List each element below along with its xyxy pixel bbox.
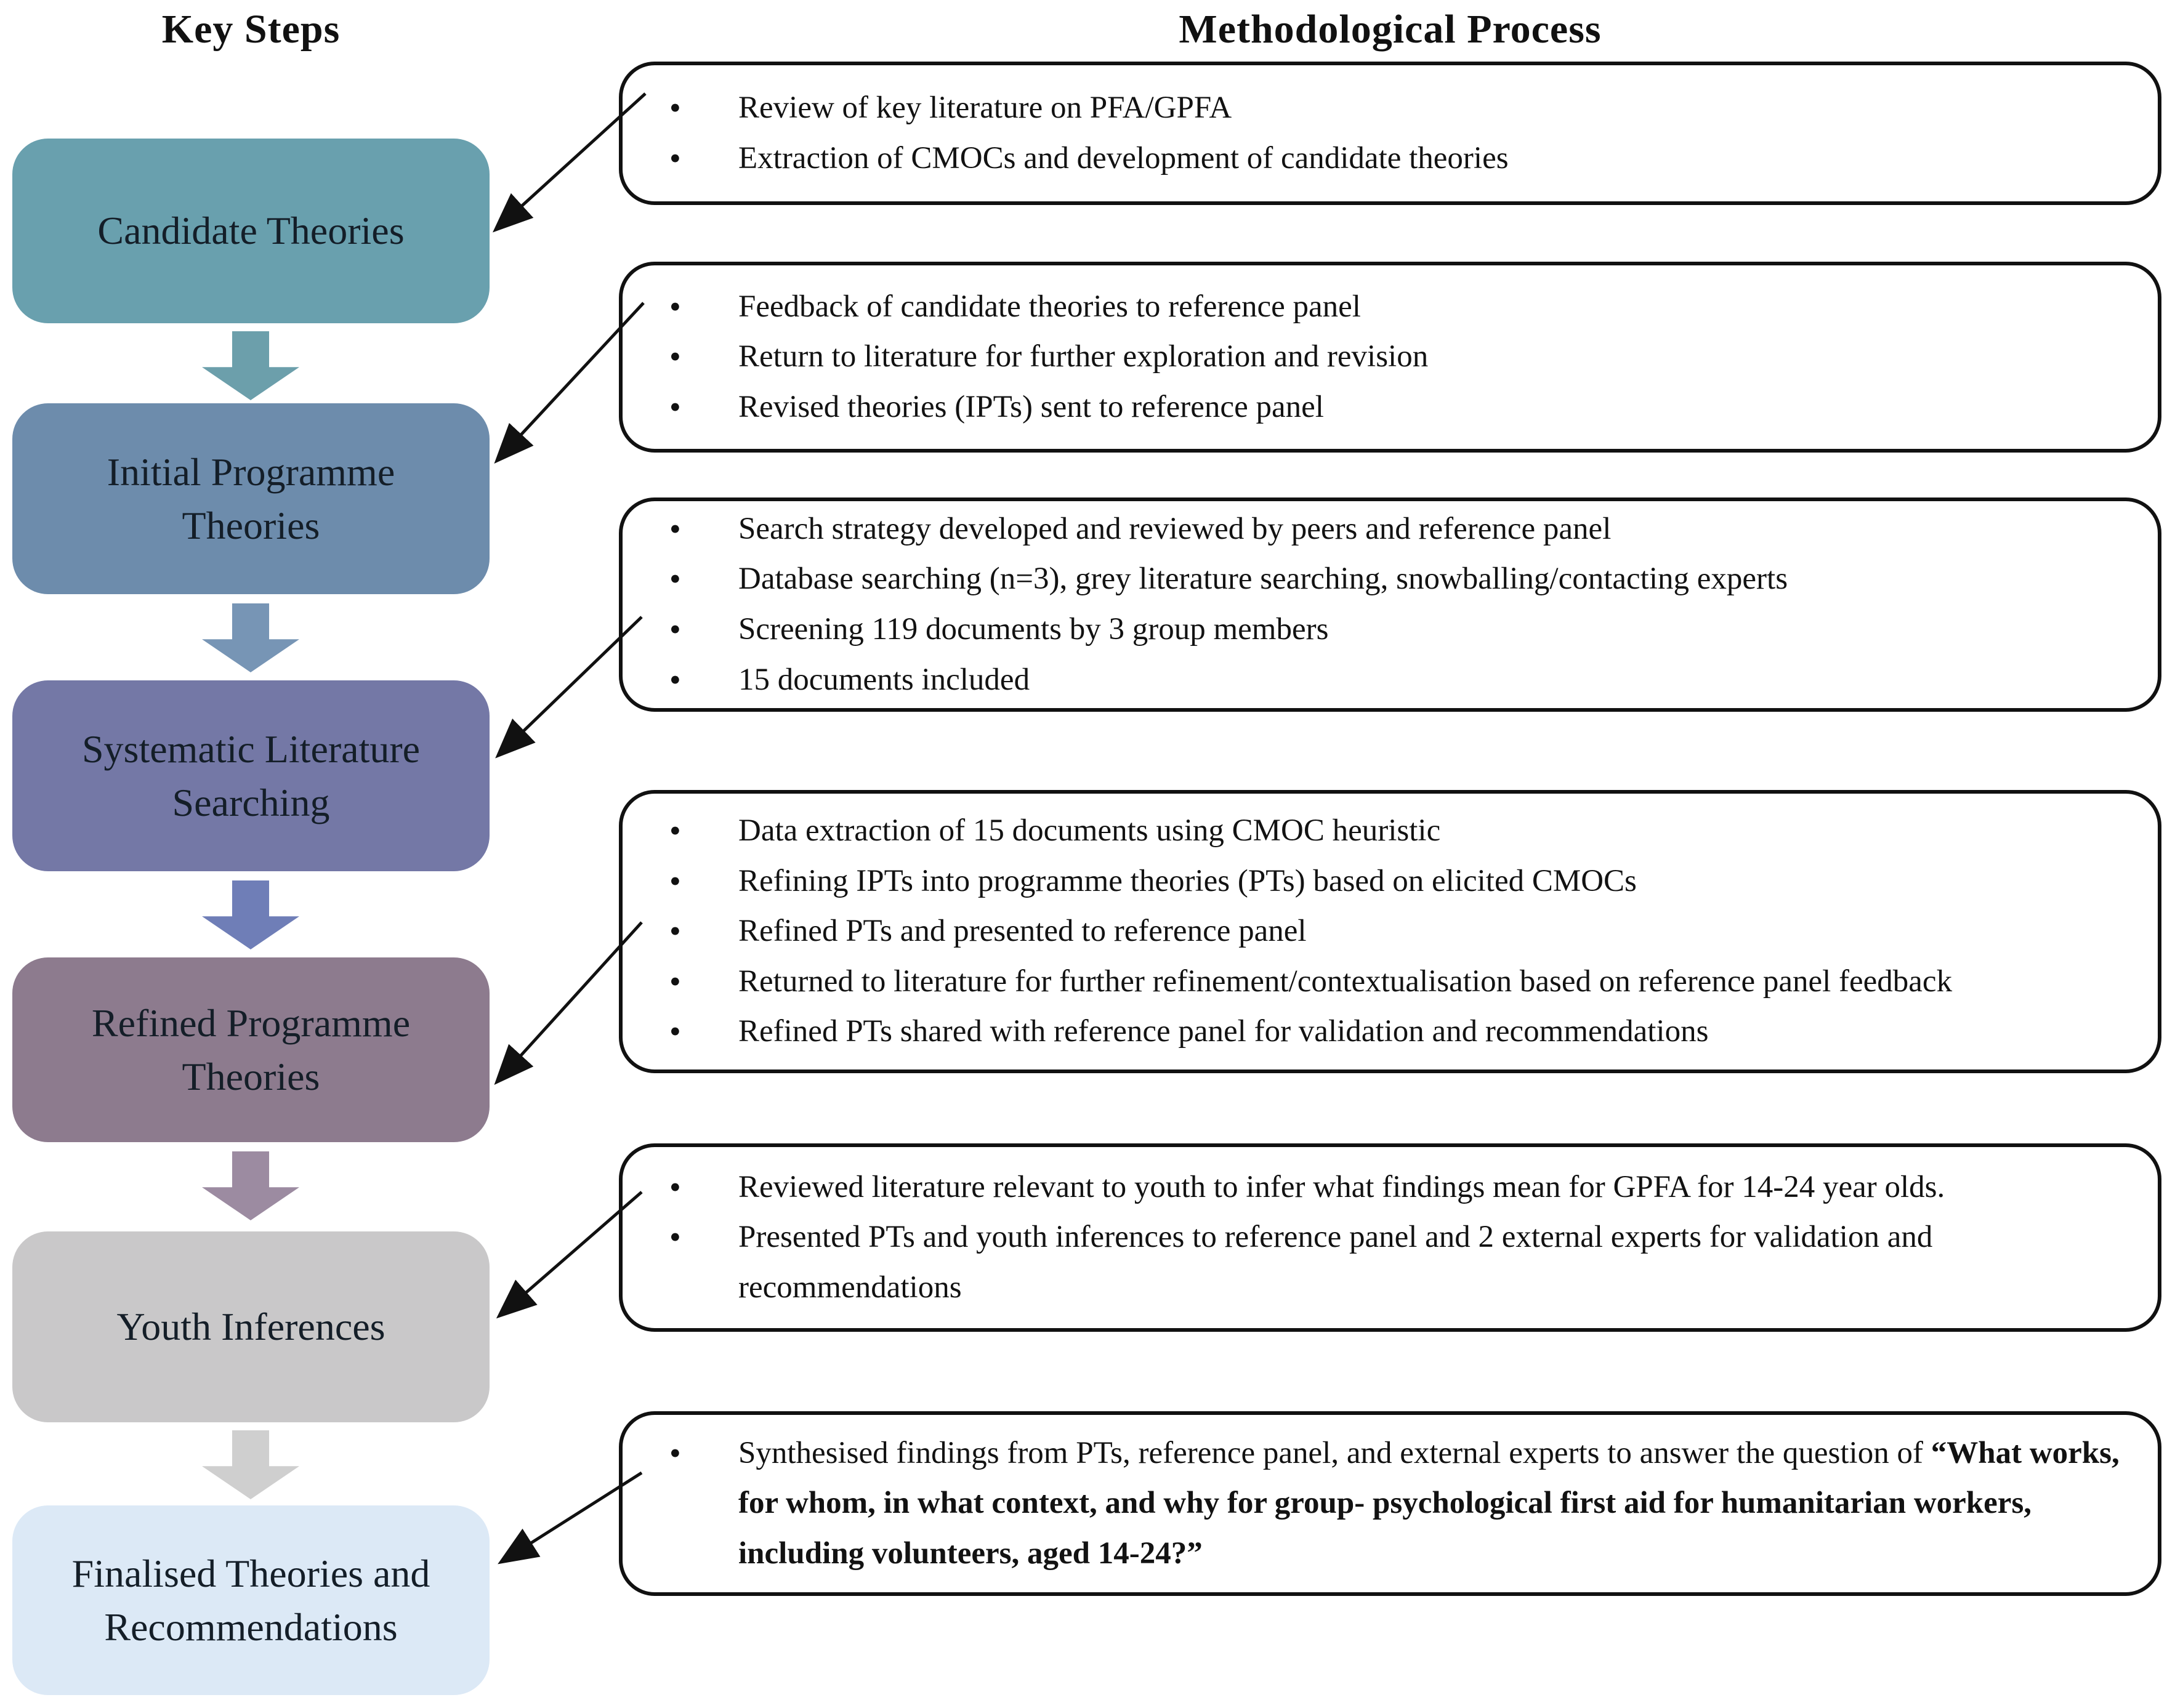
process-box-6-bullets: Synthesised findings from PTs, reference…: [666, 1427, 2121, 1579]
process-box-5: Reviewed literature relevant to youth to…: [619, 1143, 2161, 1332]
bullet-item: Refined PTs and presented to reference p…: [666, 905, 2121, 957]
process-box-2-bullets: Feedback of candidate theories to refere…: [666, 281, 2121, 433]
bullet-item: Extraction of CMOCs and development of c…: [666, 132, 2121, 185]
step-box-candidate-theories: Candidate Theories: [12, 139, 490, 323]
process-box-4-bullets: Data extraction of 15 documents using CM…: [666, 805, 2121, 1058]
key-steps-title: Key Steps: [161, 7, 341, 52]
process-box-2: Feedback of candidate theories to refere…: [619, 262, 2161, 453]
down-arrow-icon: [202, 331, 299, 400]
process-box-1-bullets: Review of key literature on PFA/GPFAExtr…: [666, 82, 2121, 185]
bullet-item: Feedback of candidate theories to refere…: [666, 281, 2121, 333]
bullet-item: Presented PTs and youth inferences to re…: [666, 1211, 2121, 1313]
down-arrow-icon: [202, 880, 299, 949]
process-box-3: Search strategy developed and reviewed b…: [619, 497, 2161, 712]
bullet-item: Search strategy developed and reviewed b…: [666, 503, 2121, 555]
down-arrow-icon: [202, 603, 299, 672]
bullet-item: Return to literature for further explora…: [666, 331, 2121, 383]
process-box-1: Review of key literature on PFA/GPFAExtr…: [619, 62, 2161, 205]
step-box-finalised-theories: Finalised Theories and Recommendations: [12, 1505, 490, 1695]
methodological-process-title: Methodological Process: [1179, 7, 1602, 52]
process-box-6: Synthesised findings from PTs, reference…: [619, 1411, 2161, 1596]
process-box-4: Data extraction of 15 documents using CM…: [619, 790, 2161, 1073]
bullet-item: Review of key literature on PFA/GPFA: [666, 82, 2121, 134]
step-box-initial-programme-theories: Initial Programme Theories: [12, 403, 490, 594]
bullet-item: Reviewed literature relevant to youth to…: [666, 1161, 2121, 1214]
down-arrow-icon: [202, 1430, 299, 1499]
step-box-systematic-literature-searching: Systematic Literature Searching: [12, 680, 490, 871]
bullet-item: Database searching (n=3), grey literatur…: [666, 553, 2121, 605]
bullet-item: Data extraction of 15 documents using CM…: [666, 805, 2121, 857]
bullet-item: Synthesised findings from PTs, reference…: [666, 1427, 2121, 1579]
bullet-item: Returned to literature for further refin…: [666, 956, 2121, 1008]
bullet-item: Refined PTs shared with reference panel …: [666, 1005, 2121, 1058]
down-arrow-icon: [202, 1151, 299, 1220]
bullet-item: 15 documents included: [666, 654, 2121, 706]
process-box-3-bullets: Search strategy developed and reviewed b…: [666, 503, 2121, 706]
bullet-item: Revised theories (IPTs) sent to referenc…: [666, 381, 2121, 433]
bullet-item: Refining IPTs into programme theories (P…: [666, 855, 2121, 908]
bullet-item: Screening 119 documents by 3 group membe…: [666, 603, 2121, 656]
process-box-5-bullets: Reviewed literature relevant to youth to…: [666, 1161, 2121, 1313]
step-box-refined-programme-theories: Refined Programme Theories: [12, 957, 490, 1142]
step-box-youth-inferences: Youth Inferences: [12, 1231, 490, 1422]
